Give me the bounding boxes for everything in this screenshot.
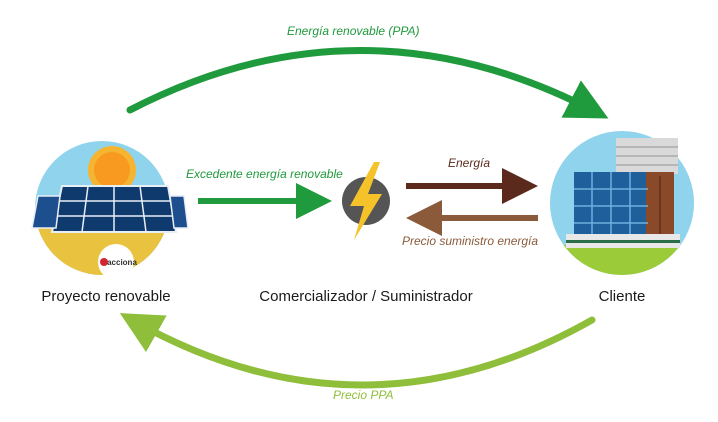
energy-label: Energía	[448, 156, 491, 170]
surplus-energy-label: Excedente energía renovable	[186, 167, 343, 181]
acciona-logo-text: acciona	[107, 258, 137, 267]
ppa-energy-arrow	[126, 47, 609, 119]
supplier-node-label: Comercializador / Suministrador	[259, 288, 473, 305]
ppa-price-label: Precio PPA	[333, 388, 394, 402]
solar-panel-icon	[31, 185, 189, 233]
acciona-logo-badge	[98, 244, 134, 280]
office-building-icon	[566, 138, 680, 248]
ppa-price-arrow	[119, 313, 596, 389]
supply-price-label: Precio suministro energía	[402, 234, 539, 248]
client-node-label: Cliente	[598, 288, 646, 305]
sun-icon	[88, 146, 136, 194]
project-node-label: Proyecto renovable	[41, 288, 171, 305]
lightning-bolt-icon	[342, 162, 390, 240]
client-node-illustration	[550, 131, 694, 275]
ppa-energy-label: Energía renovable (PPA)	[287, 24, 420, 38]
